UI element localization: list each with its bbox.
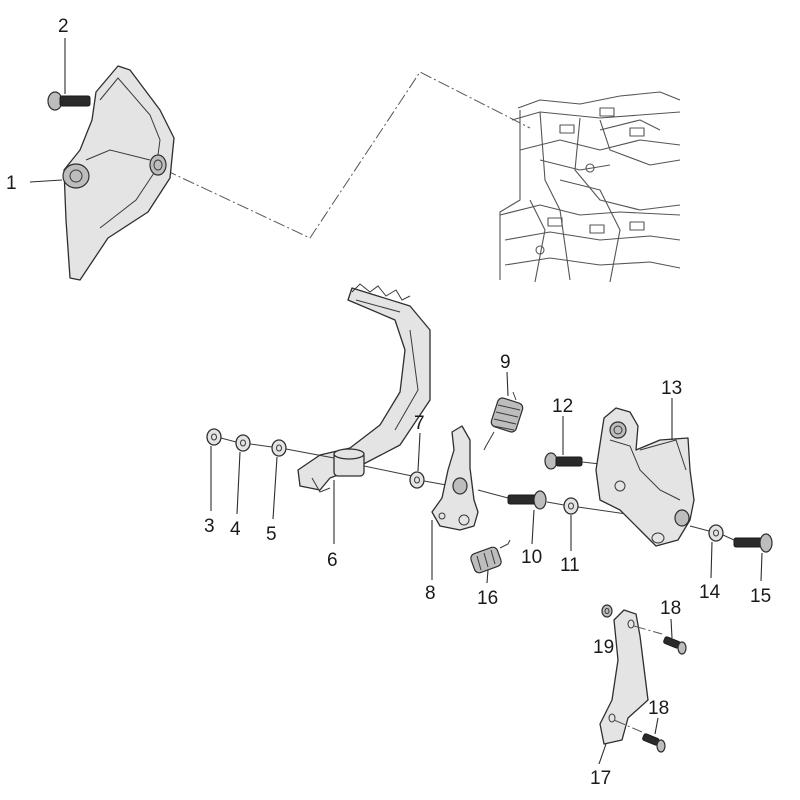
bolt-part-15 — [733, 533, 773, 553]
callout-1: 1 — [6, 173, 17, 194]
callout-7: 7 — [414, 413, 425, 434]
callout-5: 5 — [266, 524, 277, 545]
callout-16: 16 — [477, 588, 498, 609]
callout-8: 8 — [425, 583, 436, 604]
callout-11: 11 — [560, 555, 580, 576]
spring-part-16 — [470, 539, 511, 574]
callout-labels: 1 2 3 4 5 6 7 8 9 10 11 12 13 14 15 16 1… — [6, 16, 771, 789]
brake-pedal-part-6 — [297, 283, 431, 493]
callout-9: 9 — [500, 352, 511, 373]
mount-bracket-part-13 — [595, 407, 695, 547]
washer-part-14 — [708, 524, 724, 542]
callout-13: 13 — [661, 378, 682, 399]
leader-lines — [29, 38, 763, 765]
callout-2: 2 — [58, 16, 69, 37]
callout-4: 4 — [230, 519, 241, 540]
washer-part-4 — [235, 434, 251, 452]
callout-10: 10 — [521, 547, 542, 568]
callout-3: 3 — [204, 516, 215, 537]
washer-part-5 — [271, 439, 287, 457]
bolt-part-10 — [507, 490, 547, 510]
washer-part-7 — [409, 471, 425, 489]
bolt-part-18-upper — [663, 636, 687, 655]
callout-12: 12 — [552, 396, 573, 417]
bolt-part-12 — [544, 452, 583, 470]
vehicle-frame — [499, 91, 681, 283]
callout-18-lower: 18 — [648, 698, 669, 719]
bracket-part-8 — [431, 425, 479, 531]
washer-part-3 — [206, 428, 222, 446]
bolt-part-18-lower — [642, 733, 666, 753]
spring-part-9 — [483, 391, 524, 451]
bolt-part-2 — [47, 91, 91, 111]
mounting-centerline — [164, 71, 531, 239]
callout-19: 19 — [593, 637, 614, 658]
heel-guard-part-1 — [62, 65, 175, 281]
washer-part-11 — [563, 497, 579, 515]
callout-17: 17 — [590, 768, 611, 789]
nut-part-19 — [601, 604, 613, 618]
plate-part-17 — [599, 609, 663, 745]
callout-6: 6 — [327, 550, 338, 571]
callout-14: 14 — [699, 582, 721, 603]
callout-18-upper: 18 — [660, 598, 681, 619]
callout-15: 15 — [750, 586, 771, 607]
